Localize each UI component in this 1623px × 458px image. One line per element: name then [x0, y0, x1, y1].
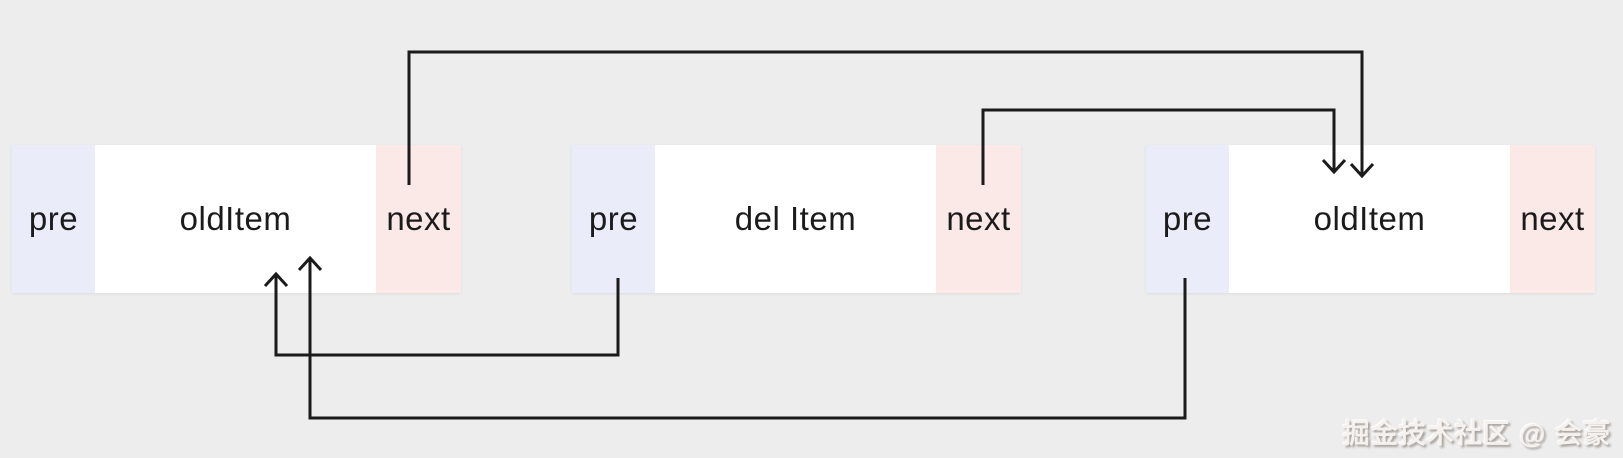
linked-list-node-3: pre oldItem next — [1146, 145, 1595, 293]
node-3-pre-field: pre — [1146, 145, 1229, 293]
node-2-value-field: del Item — [655, 145, 936, 293]
node-1-pre-field: pre — [12, 145, 95, 293]
node-1-value-field: oldItem — [95, 145, 376, 293]
watermark: 掘金技术社区 @ 会豪 — [1342, 419, 1611, 449]
node-2-pre-field: pre — [572, 145, 655, 293]
node-2-next-field: next — [936, 145, 1021, 293]
node-3-next-field: next — [1510, 145, 1595, 293]
node-1-next-field: next — [376, 145, 461, 293]
linked-list-node-2-deleted: pre del Item next — [572, 145, 1021, 293]
node-3-value-field: oldItem — [1229, 145, 1510, 293]
linked-list-node-1: pre oldItem next — [12, 145, 461, 293]
